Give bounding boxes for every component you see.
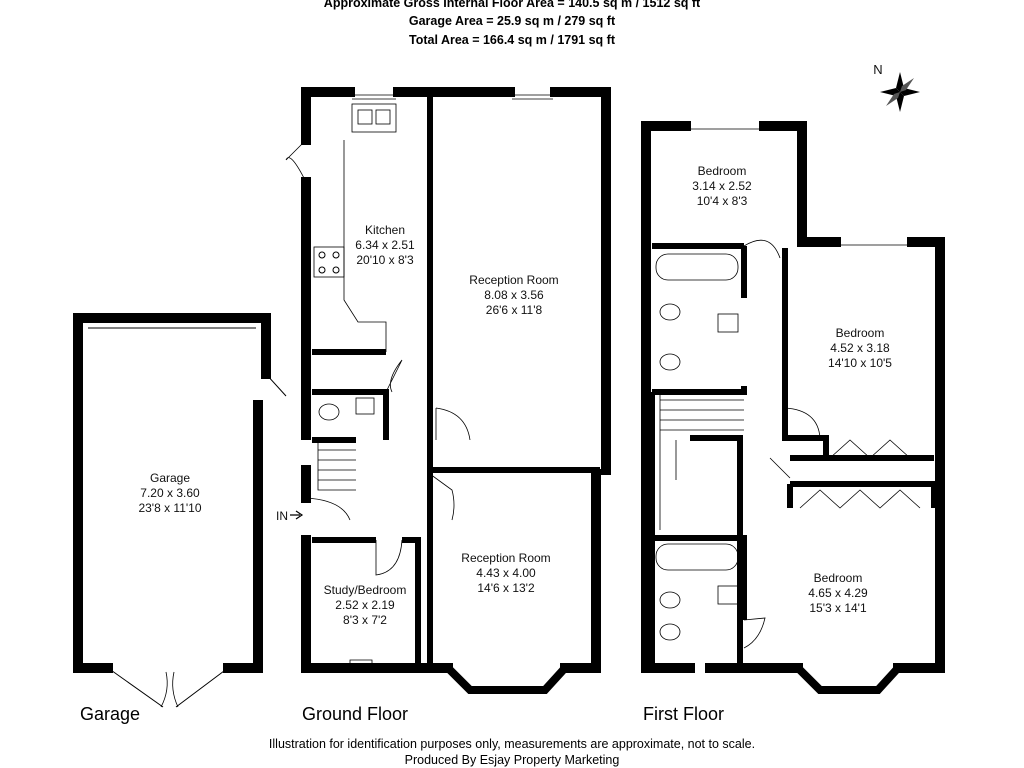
room-metric: 3.14 x 2.52 — [692, 179, 752, 193]
room-imperial: 26'6 x 11'8 — [486, 303, 543, 317]
room-name: Bedroom — [836, 326, 885, 340]
room-name: Bedroom — [698, 164, 747, 178]
room-name: Reception Room — [461, 551, 550, 565]
room-label-bedroom-2: Bedroom 4.52 x 3.18 14'10 x 10'5 — [828, 326, 892, 370]
gross-area-line: Approximate Gross Internal Floor Area = … — [323, 0, 701, 10]
garage-area-line: Garage Area = 25.9 sq m / 279 sq ft — [408, 14, 616, 28]
disclaimer-text: Illustration for identification purposes… — [268, 737, 756, 751]
room-name: Reception Room — [469, 273, 558, 287]
room-name: Garage — [150, 471, 190, 485]
room-name: Kitchen — [365, 223, 405, 237]
room-metric: 4.43 x 4.00 — [476, 566, 536, 580]
room-imperial: 14'10 x 10'5 — [828, 356, 892, 370]
room-metric: 7.20 x 3.60 — [140, 486, 200, 500]
floor-label-ground: Ground Floor — [302, 704, 408, 724]
room-imperial: 10'4 x 8'3 — [697, 194, 748, 208]
floor-label-garage: Garage — [80, 704, 140, 724]
room-imperial: 20'10 x 8'3 — [356, 253, 414, 267]
room-label-kitchen: Kitchen 6.34 x 2.51 20'10 x 8'3 — [355, 223, 415, 267]
room-metric: 6.34 x 2.51 — [355, 238, 415, 252]
room-name: Bedroom — [814, 571, 863, 585]
room-metric: 2.52 x 2.19 — [335, 598, 395, 612]
room-label-study-bedroom: Study/Bedroom 2.52 x 2.19 8'3 x 7'2 — [324, 583, 407, 627]
room-label-bedroom-1: Bedroom 3.14 x 2.52 10'4 x 8'3 — [692, 164, 752, 208]
room-metric: 4.52 x 3.18 — [830, 341, 890, 355]
total-area-line: Total Area = 166.4 sq m / 1791 sq ft — [409, 33, 615, 47]
compass-rose-icon — [880, 72, 920, 112]
first-floor-plan — [641, 121, 945, 694]
room-label-garage: Garage 7.20 x 3.60 23'8 x 11'10 — [138, 471, 201, 515]
room-name: Study/Bedroom — [324, 583, 407, 597]
room-metric: 8.08 x 3.56 — [484, 288, 544, 302]
garage-plan — [73, 313, 287, 708]
room-label-bedroom-3: Bedroom 4.65 x 4.29 15'3 x 14'1 — [808, 571, 868, 615]
compass-north-label: N — [873, 62, 882, 77]
entrance-label: IN — [276, 509, 288, 523]
room-metric: 4.65 x 4.29 — [808, 586, 868, 600]
room-imperial: 8'3 x 7'2 — [343, 613, 387, 627]
room-label-reception-room-2: Reception Room 4.43 x 4.00 14'6 x 13'2 — [461, 551, 550, 595]
producer-credit: Produced By Esjay Property Marketing — [404, 753, 620, 767]
room-imperial: 23'8 x 11'10 — [138, 501, 201, 515]
ground-floor-plan — [285, 87, 611, 694]
floor-label-first: First Floor — [643, 704, 724, 724]
room-label-reception-room-1: Reception Room 8.08 x 3.56 26'6 x 11'8 — [469, 273, 558, 317]
room-imperial: 14'6 x 13'2 — [477, 581, 535, 595]
room-imperial: 15'3 x 14'1 — [809, 601, 867, 615]
